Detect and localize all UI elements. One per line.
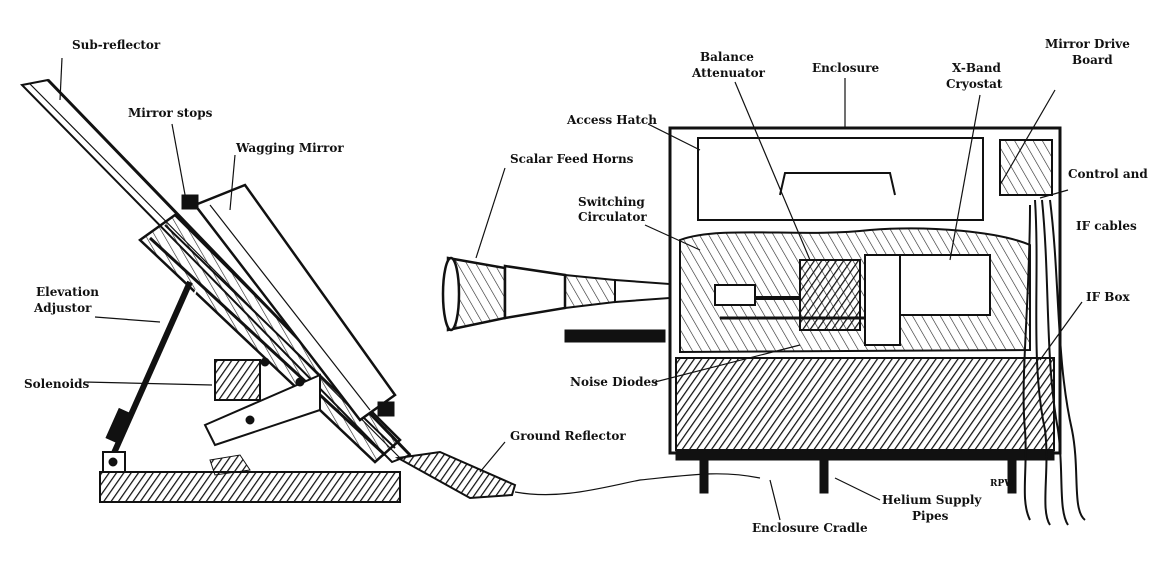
ground-reflector-leader xyxy=(479,441,506,473)
label-if-box: IF Box xyxy=(1086,290,1130,304)
label-elevation-adjustor-2: Adjustor xyxy=(33,301,92,315)
switching-circulator-leader xyxy=(644,224,701,251)
label-helium-supply-2: Pipes xyxy=(912,509,949,523)
elevation-adjustor xyxy=(102,280,199,473)
label-wagging-mirror: Wagging Mirror xyxy=(235,141,344,155)
label-noise-diodes: Noise Diodes xyxy=(570,375,658,389)
solenoid-assembly xyxy=(203,357,321,476)
label-if-cables: IF cables xyxy=(1076,219,1137,233)
access-hatch-leader xyxy=(647,123,701,151)
signature-mark: RPW xyxy=(990,479,1015,489)
sub-reflector-leader xyxy=(59,57,63,101)
label-mirror-stops: Mirror stops xyxy=(128,106,213,120)
label-elevation-adjustor-1: Elevation xyxy=(36,285,99,299)
enclosure-body xyxy=(668,126,1062,455)
wagging-mirror xyxy=(193,183,397,422)
scalar-feed-horns xyxy=(441,256,671,343)
label-solenoids: Solenoids xyxy=(24,377,90,391)
helium-supply-leader xyxy=(834,477,881,501)
label-switching-circulator-2: Circulator xyxy=(578,210,647,224)
control-if-cables-leader xyxy=(1039,189,1069,199)
balance-attenuator-leader xyxy=(734,81,811,261)
label-access-hatch: Access Hatch xyxy=(566,113,657,127)
label-mirror-drive-board-2: Board xyxy=(1072,53,1113,67)
base-platform xyxy=(99,471,401,503)
label-balance-attenuator-2: Attenuator xyxy=(691,66,766,80)
solenoids-leader xyxy=(83,381,213,386)
label-xband-cryostat-1: X-Band xyxy=(952,61,1002,75)
label-enclosure-cradle: Enclosure Cradle xyxy=(752,521,868,535)
label-balance-attenuator-1: Balance xyxy=(700,50,754,64)
label-ground-reflector: Ground Reflector xyxy=(510,429,626,443)
label-xband-cryostat-2: Cryostat xyxy=(946,77,1003,91)
mirror-drive-board-leader xyxy=(999,89,1056,186)
enclosure-cradle-leader xyxy=(769,479,781,521)
noise-diodes-leader xyxy=(654,344,801,383)
wagging-mirror-leader xyxy=(229,154,236,211)
label-helium-supply-1: Helium Supply xyxy=(882,493,982,507)
label-scalar-feed-horns: Scalar Feed Horns xyxy=(510,152,634,166)
label-sub-reflector: Sub-reflector xyxy=(72,38,161,52)
connecting-cable xyxy=(514,473,761,496)
label-control-and: Control and xyxy=(1068,167,1148,181)
label-switching-circulator-1: Switching xyxy=(578,195,645,209)
mirror-stops-leader xyxy=(171,123,187,201)
xband-cryostat-leader xyxy=(949,94,981,261)
elevation-adjustor-leader xyxy=(94,316,161,323)
feed-horns-leader xyxy=(475,167,506,259)
if-cables xyxy=(1022,199,1086,526)
enclosure-cradle xyxy=(675,449,1055,494)
ground-reflector xyxy=(394,450,517,500)
label-enclosure: Enclosure xyxy=(812,61,880,75)
if-box-leader xyxy=(1039,301,1083,361)
label-mirror-drive-board-1: Mirror Drive xyxy=(1045,37,1130,51)
